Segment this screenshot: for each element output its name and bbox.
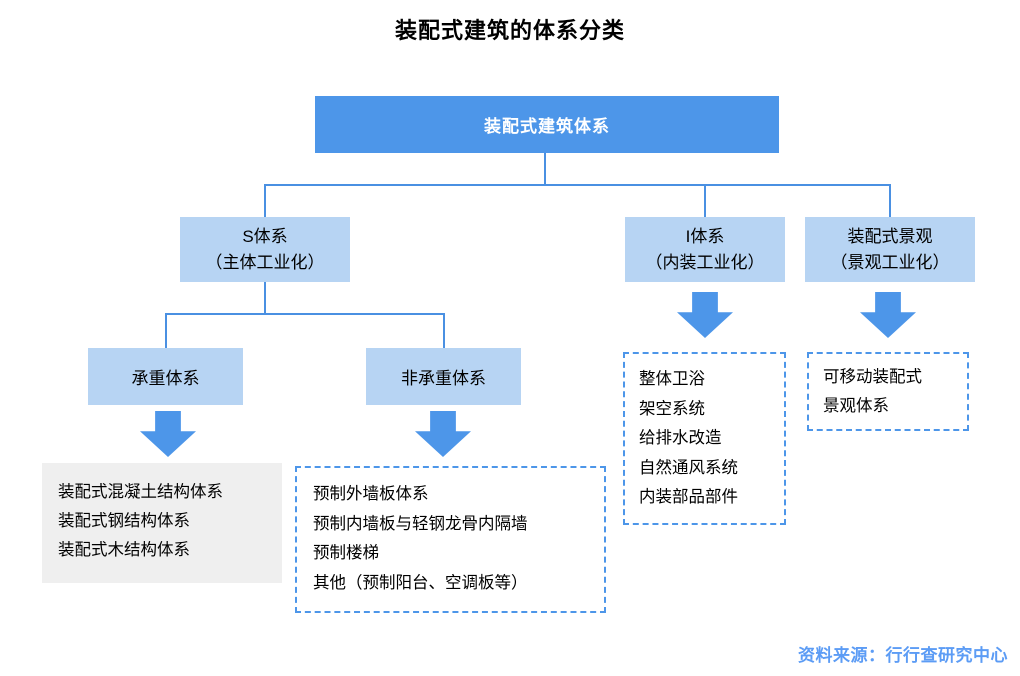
list-item: 预制楼梯 — [313, 544, 379, 562]
connector-root-stem — [544, 153, 546, 186]
list-item: 预制外墙板体系 — [313, 485, 429, 503]
list-item: 给排水改造 — [639, 429, 722, 447]
leaf-box-landscape-detail: 可移动装配式 景观体系 — [807, 352, 969, 431]
node-s-system-line2: （主体工业化） — [205, 252, 325, 272]
leaf-box-bearing-detail: 装配式混凝土结构体系 装配式钢结构体系 装配式木结构体系 — [42, 463, 282, 583]
list-item: 自然通风系统 — [639, 458, 738, 477]
connector-s-system-stem — [264, 282, 266, 315]
list-item: 预制内墙板与轻钢龙骨内隔墙 — [313, 514, 528, 533]
node-landscape: 装配式景观 （景观工业化） — [805, 217, 975, 282]
node-s-system: S体系 （主体工业化） — [180, 217, 350, 282]
node-landscape-line1: 装配式景观 — [847, 226, 933, 246]
connector-drop-i-system — [704, 184, 706, 218]
list-item: 装配式钢结构体系 — [58, 512, 190, 530]
down-arrow-icon-i-system — [677, 292, 733, 338]
node-non-bearing-label: 非承重体系 — [401, 369, 486, 388]
list-item: 可移动装配式 — [823, 368, 922, 386]
list-item: 景观体系 — [823, 397, 889, 415]
connector-drop-s-system — [264, 184, 266, 218]
node-i-system: I体系 （内装工业化） — [625, 217, 785, 282]
connector-level2-horizontal — [165, 313, 445, 315]
connector-drop-non-bearing — [443, 313, 445, 348]
down-arrow-icon-bearing — [140, 411, 196, 457]
list-item: 内装部品部件 — [639, 488, 738, 506]
node-landscape-line2: （景观工业化） — [830, 252, 950, 272]
node-root-label: 装配式建筑体系 — [484, 117, 610, 136]
list-item: 装配式混凝土结构体系 — [58, 483, 223, 501]
list-item: 其他（预制阳台、空调板等） — [313, 573, 528, 592]
node-i-system-line1: I体系 — [685, 226, 725, 246]
list-item: 整体卫浴 — [639, 370, 705, 388]
list-item: 装配式木结构体系 — [58, 541, 190, 559]
node-root-assembled-building-system: 装配式建筑体系 — [315, 96, 779, 153]
list-item: 架空系统 — [639, 399, 705, 418]
leaf-box-i-system-detail: 整体卫浴 架空系统 给排水改造 自然通风系统 内装部品部件 — [623, 352, 786, 525]
node-non-bearing-system: 非承重体系 — [366, 348, 521, 405]
node-bearing-label: 承重体系 — [131, 369, 200, 388]
node-i-system-line2: （内装工业化） — [645, 252, 765, 272]
node-bearing-system: 承重体系 — [88, 348, 243, 405]
connector-drop-landscape — [889, 184, 891, 218]
source-note: 资料来源：行行查研究中心 — [798, 646, 1008, 665]
diagram-title: 装配式建筑的体系分类 — [394, 18, 625, 43]
connector-drop-bearing — [165, 313, 167, 348]
down-arrow-icon-landscape — [860, 292, 916, 338]
connector-level1-horizontal — [264, 184, 891, 186]
down-arrow-icon-non-bearing — [415, 411, 471, 457]
leaf-box-non-bearing-detail: 预制外墙板体系 预制内墙板与轻钢龙骨内隔墙 预制楼梯 其他（预制阳台、空调板等） — [295, 466, 606, 613]
node-s-system-line1: S体系 — [242, 226, 288, 246]
